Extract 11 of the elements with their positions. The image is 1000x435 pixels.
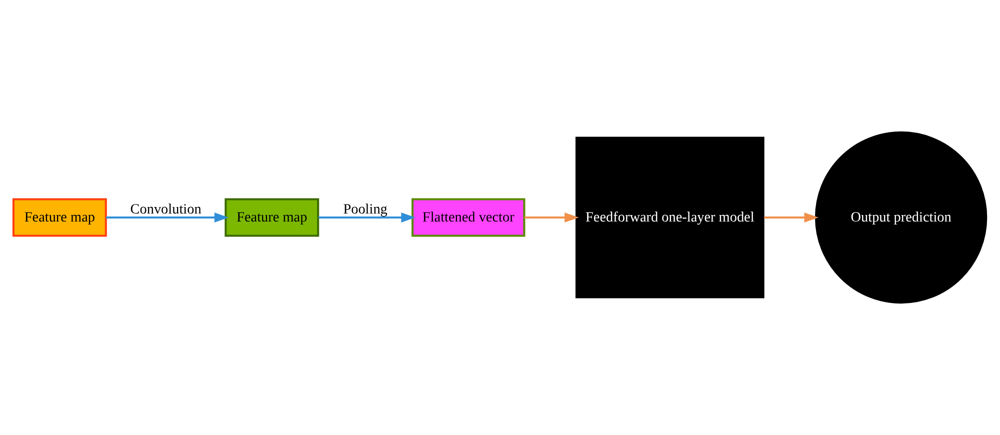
node-box: Feature map	[224, 198, 320, 237]
edge-label: Convolution	[130, 202, 202, 218]
node-box: Flattened vector	[412, 198, 526, 237]
node-circle: Output prediction	[814, 131, 988, 304]
arrow	[318, 212, 416, 222]
arrow	[764, 212, 818, 222]
arrow	[524, 212, 579, 222]
edge-label: Pooling	[343, 202, 388, 218]
node-box: Feedforward one-layer model	[576, 136, 764, 298]
node-box: Feature map	[12, 198, 107, 237]
arrow	[106, 212, 229, 222]
